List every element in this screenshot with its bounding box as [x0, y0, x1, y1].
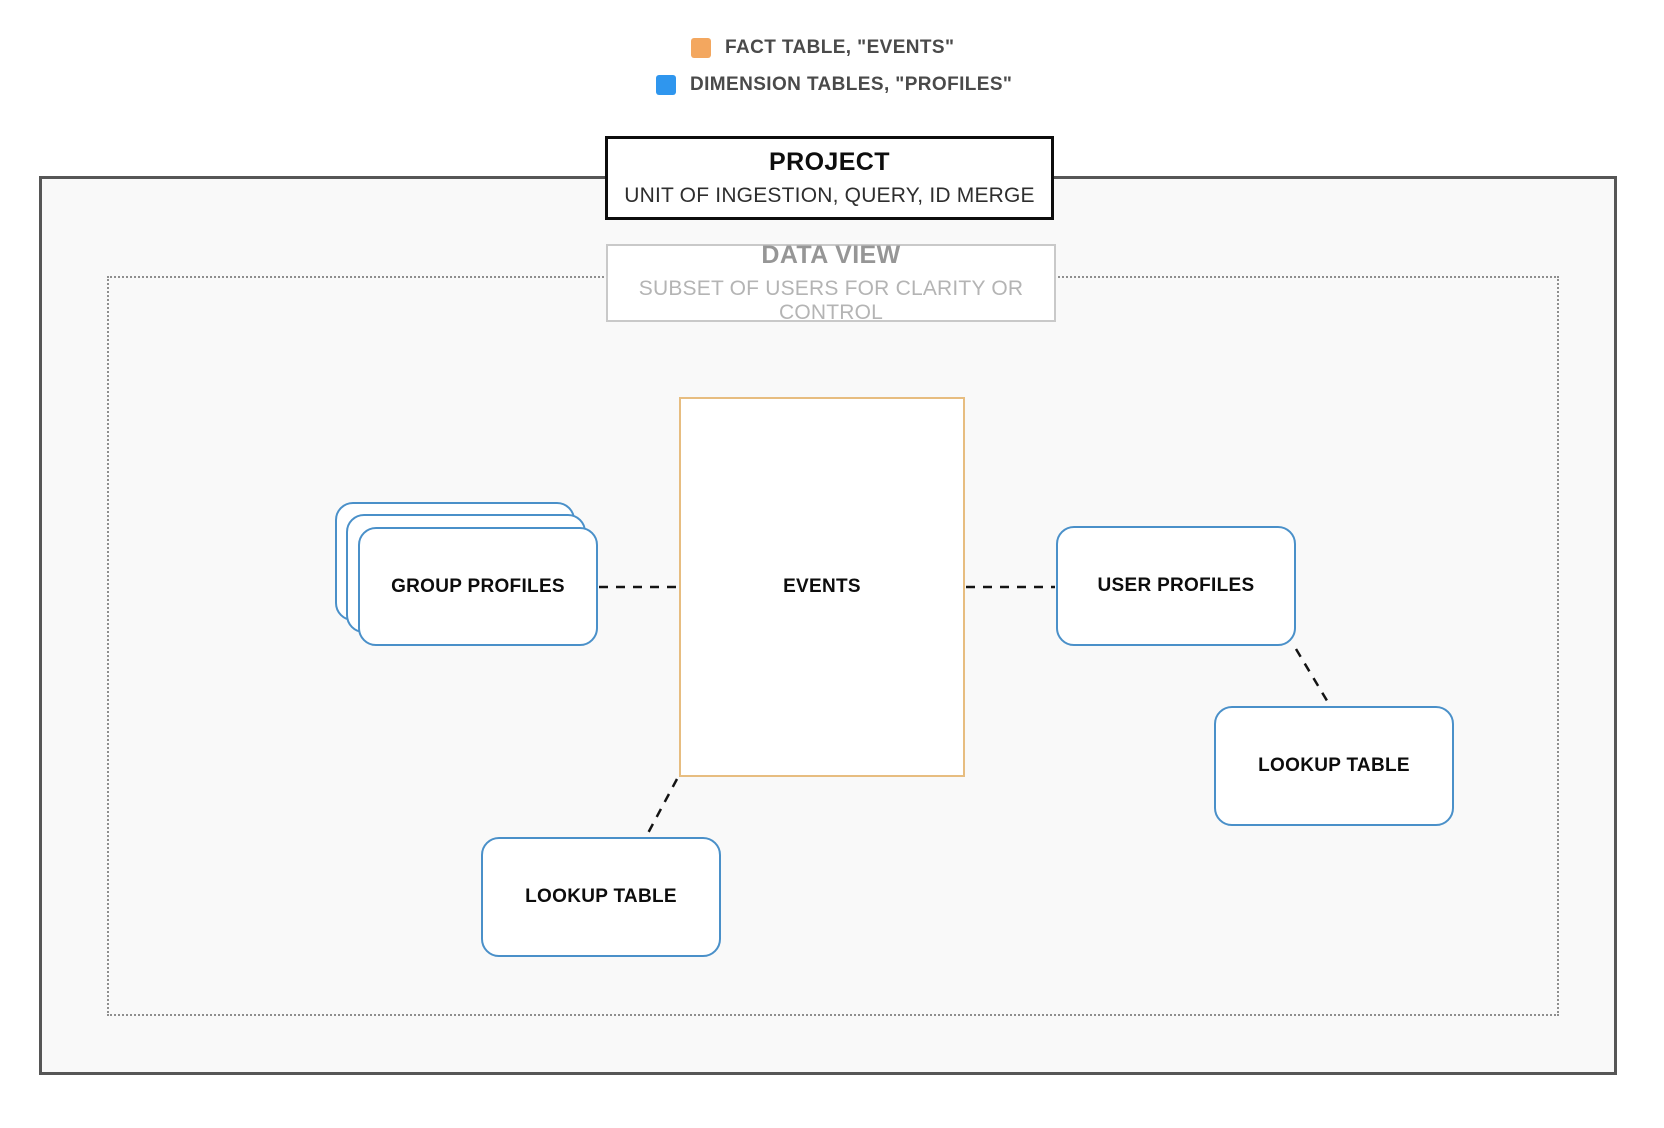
data-view-subtitle: SUBSET OF USERS FOR CLARITY OR CONTROL [638, 277, 1024, 324]
fact-table-color-swatch [691, 38, 711, 58]
data-view-title: DATA VIEW [761, 241, 901, 269]
node-lookup-table-right: LOOKUP TABLE [1214, 706, 1454, 826]
project-title: PROJECT [769, 148, 890, 176]
node-group-profiles: GROUP PROFILES [358, 527, 598, 646]
node-group-profiles-label: GROUP PROFILES [391, 575, 565, 597]
node-lookup-table-bottom-label: LOOKUP TABLE [525, 886, 677, 907]
legend-label-dimension-tables: DIMENSION TABLES, "PROFILES" [690, 74, 1013, 95]
data-view-card: DATA VIEW SUBSET OF USERS FOR CLARITY OR… [606, 241, 1056, 324]
node-lookup-table-bottom: LOOKUP TABLE [481, 837, 721, 957]
node-lookup-table-right-label: LOOKUP TABLE [1258, 755, 1410, 776]
legend-item-dimension-tables: DIMENSION TABLES, "PROFILES" [656, 74, 1012, 96]
project-card: PROJECT UNIT OF INGESTION, QUERY, ID MER… [605, 136, 1054, 220]
dimension-tables-color-swatch [656, 75, 676, 95]
node-user-profiles: USER PROFILES [1056, 526, 1296, 646]
node-events: EVENTS [679, 397, 965, 777]
legend-label-fact-table: FACT TABLE, "EVENTS" [725, 37, 955, 58]
legend-item-fact-table: FACT TABLE, "EVENTS" [691, 37, 954, 59]
node-user-profiles-label: USER PROFILES [1097, 575, 1255, 596]
node-events-label: EVENTS [783, 576, 861, 597]
project-subtitle: UNIT OF INGESTION, QUERY, ID MERGE [624, 184, 1035, 207]
